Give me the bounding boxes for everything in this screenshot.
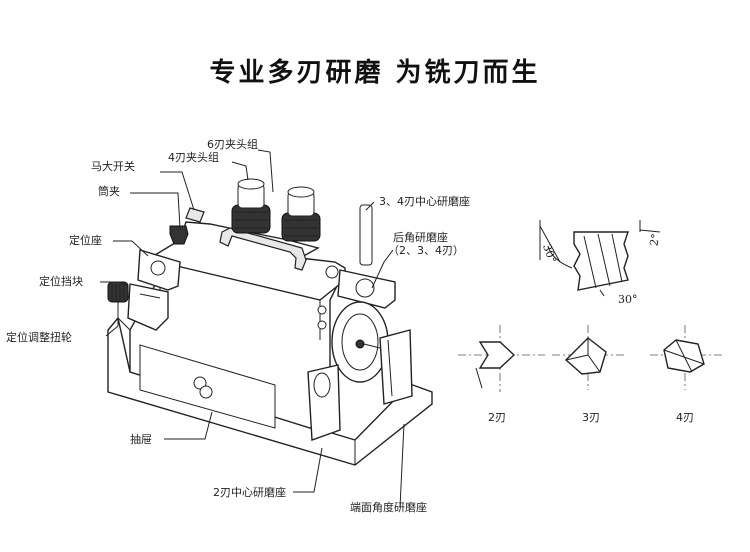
page-title: 专业多刃研磨 为铣刀而生 (209, 58, 541, 88)
four-flute-chuck[interactable] (231, 178, 271, 234)
angle-30-rotated: 30° (540, 242, 559, 265)
end-mill-angle-diagram: 30° 2° 30° (539, 220, 662, 306)
label-collet: 筒夹 (98, 184, 120, 198)
label-drawer: 抽屉 (130, 432, 152, 446)
angle-30: 30° (618, 293, 638, 306)
leader-lines (100, 149, 405, 508)
label-back-angle-seat: 后角研磨座 (393, 230, 448, 244)
label-four-flute-chuck: 4刃夹头组 (168, 150, 219, 164)
label-back-angle-seat-sub: （2、3、4刃） (388, 244, 464, 257)
flute-cross-section-2: 2刃 (458, 325, 545, 424)
machine-top (148, 221, 346, 301)
label-two-flute-center-seat: 2刃中心研磨座 (213, 485, 286, 499)
carry-handle[interactable] (219, 227, 307, 271)
label-positioning-seat: 定位座 (69, 233, 102, 247)
label-three-four-center-seat: 3、4刃中心研磨座 (379, 194, 470, 208)
back-angle-seat[interactable] (379, 329, 413, 405)
motor-switch[interactable] (185, 207, 205, 223)
label-six-flute-chuck: 6刃夹头组 (207, 137, 258, 151)
angle-2: 2° (647, 233, 662, 248)
label-positioning-block: 定位挡块 (39, 274, 83, 288)
flute-label-3: 3刃 (582, 411, 600, 424)
collet[interactable] (169, 225, 189, 245)
positioning-block[interactable] (127, 283, 169, 331)
flute-cross-section-3: 3刃 (552, 325, 625, 424)
label-end-face-seat: 端面角度研磨座 (350, 500, 427, 514)
drawer-knob[interactable] (193, 376, 207, 390)
top-knob[interactable] (325, 265, 339, 279)
flute-label-2: 2刃 (488, 411, 506, 424)
label-motor-switch: 马大开关 (91, 159, 135, 173)
flute-cross-section-4: 4刃 (650, 325, 722, 424)
grinding-wheel (331, 301, 389, 383)
label-adjust-knob: 定位调整扭轮 (6, 330, 72, 344)
flute-label-4: 4刃 (676, 411, 694, 424)
six-flute-chuck[interactable] (281, 186, 321, 242)
post (359, 204, 373, 266)
